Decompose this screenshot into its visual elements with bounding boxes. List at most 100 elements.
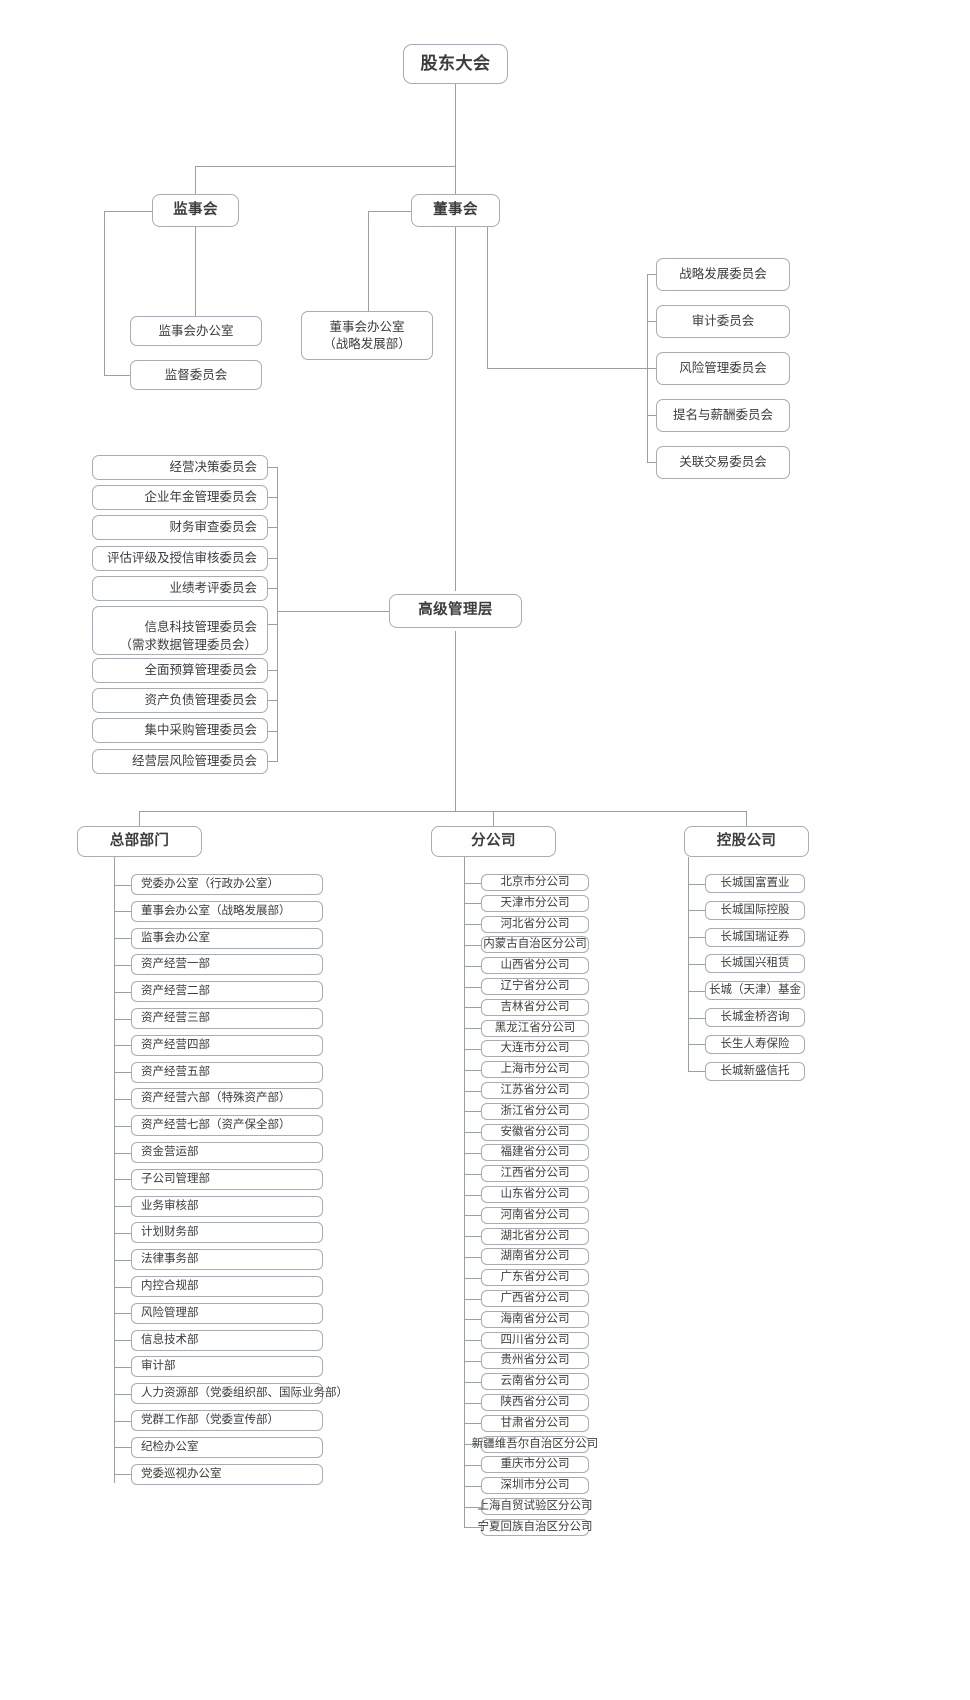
node-headquarters-department-10[interactable]: 资金营运部 [131, 1142, 323, 1163]
node-headquarters-department-9[interactable]: 资产经营七部（资产保全部） [131, 1115, 323, 1137]
node-headquarters-department-8[interactable]: 资产经营六部（特殊资产部） [131, 1088, 323, 1110]
node-senior-management[interactable]: 高级管理层 [389, 594, 522, 628]
node-branch-company-22[interactable]: 四川省分公司 [481, 1331, 589, 1349]
node-branch-company-3[interactable]: 内蒙古自治区分公司 [481, 936, 589, 954]
node-branch-company-20[interactable]: 广西省分公司 [481, 1290, 589, 1307]
node-holding-company-7[interactable]: 长城新盛信托 [705, 1061, 805, 1081]
node-branch-company-4[interactable]: 山西省分公司 [481, 957, 589, 975]
node-branch-company-28[interactable]: 重庆市分公司 [481, 1456, 589, 1474]
node-branch-company-10[interactable]: 江苏省分公司 [481, 1082, 589, 1099]
node-branch-company-13[interactable]: 福建省分公司 [481, 1144, 589, 1162]
connector-hq-stub-19 [114, 1394, 131, 1395]
node-headquarters-department-12[interactable]: 业务审核部 [131, 1195, 323, 1217]
node-branch-company-7[interactable]: 黑龙江省分公司 [481, 1019, 589, 1037]
node-branch-company-6[interactable]: 吉林省分公司 [481, 998, 589, 1016]
node-headquarters-department-18[interactable]: 审计部 [131, 1356, 323, 1378]
node-branch-company-23[interactable]: 贵州省分公司 [481, 1352, 589, 1370]
node-headquarters-department-6[interactable]: 资产经营四部 [131, 1034, 323, 1056]
node-headquarters-department-4[interactable]: 资产经营二部 [131, 981, 323, 1003]
node-branch-company-19[interactable]: 广东省分公司 [481, 1269, 589, 1287]
connector-branch-stub-4 [464, 966, 481, 967]
node-branch-company-24[interactable]: 云南省分公司 [481, 1373, 589, 1391]
node-branch-company-27[interactable]: 新疆维吾尔自治区分公司 [472, 1435, 598, 1453]
node-branch-company-2[interactable]: 河北省分公司 [481, 915, 589, 933]
node-headquarters-department-16[interactable]: 风险管理部 [131, 1302, 323, 1324]
node-mgmt-committee-6[interactable]: 全面预算管理委员会 [92, 658, 268, 683]
node-headquarters-department-1[interactable]: 董事会办公室（战略发展部） [131, 900, 323, 922]
node-supervisory-board[interactable]: 监事会 [152, 194, 239, 227]
node-branch-company-18[interactable]: 湖南省分公司 [481, 1248, 589, 1266]
connector-root-down [455, 84, 456, 166]
node-board-office-line2: （战略发展部） [323, 336, 411, 351]
node-mgmt-committee-2[interactable]: 财务审查委员会 [92, 515, 268, 540]
node-branch-company-0[interactable]: 北京市分公司 [481, 874, 589, 891]
node-mgmt-committee-4[interactable]: 业绩考评委员会 [92, 576, 268, 601]
node-related-party-transaction-committee[interactable]: 关联交易委员会 [656, 446, 790, 479]
node-holding-company-3[interactable]: 长城国兴租赁 [705, 954, 805, 974]
node-branch-company-21[interactable]: 海南省分公司 [481, 1310, 589, 1328]
node-board-office[interactable]: 董事会办公室 （战略发展部） [301, 311, 433, 360]
node-mgmt-committee-9[interactable]: 经营层风险管理委员会 [92, 749, 268, 774]
node-group-branches[interactable]: 分公司 [431, 826, 556, 857]
node-branch-company-5[interactable]: 辽宁省分公司 [481, 978, 589, 995]
node-supervision-committee[interactable]: 监督委员会 [130, 360, 262, 390]
node-headquarters-department-19[interactable]: 人力资源部（党委组织部、国际业务部） [131, 1383, 348, 1405]
node-holding-company-4[interactable]: 长城（天津）基金 [705, 981, 805, 1001]
node-mgmt-committee-5[interactable]: 信息科技管理委员会 （需求数据管理委员会） [92, 606, 268, 655]
connector-hq-stub-7 [114, 1072, 131, 1073]
node-headquarters-department-21[interactable]: 纪检办公室 [131, 1436, 323, 1458]
node-headquarters-department-20[interactable]: 党群工作部（党委宣传部） [131, 1410, 323, 1431]
node-branch-company-26[interactable]: 甘肃省分公司 [481, 1414, 589, 1432]
node-headquarters-department-7[interactable]: 资产经营五部 [131, 1061, 323, 1083]
node-branch-company-14[interactable]: 江西省分公司 [481, 1165, 589, 1183]
node-audit-committee[interactable]: 审计委员会 [656, 305, 790, 338]
node-headquarters-department-13[interactable]: 计划财务部 [131, 1222, 323, 1244]
node-strategy-development-committee[interactable]: 战略发展委员会 [656, 258, 790, 291]
node-mgmt-committee-3[interactable]: 评估评级及授信审核委员会 [92, 546, 268, 571]
node-branch-company-9[interactable]: 上海市分公司 [481, 1061, 589, 1079]
connector-hq-stub-16 [114, 1313, 131, 1314]
node-nomination-compensation-committee[interactable]: 提名与薪酬委员会 [656, 399, 790, 432]
node-supervisory-office[interactable]: 监事会办公室 [130, 316, 262, 346]
node-holding-company-2[interactable]: 长城国瑞证券 [705, 927, 805, 947]
node-group-holdings[interactable]: 控股公司 [684, 826, 809, 857]
node-headquarters-department-14[interactable]: 法律事务部 [131, 1249, 323, 1271]
node-branch-company-31[interactable]: 宁夏回族自治区分公司 [478, 1518, 593, 1536]
node-branch-company-8[interactable]: 大连市分公司 [481, 1040, 589, 1058]
node-board-of-directors[interactable]: 董事会 [411, 194, 500, 227]
node-branch-company-15[interactable]: 山东省分公司 [481, 1186, 589, 1203]
node-branch-company-29[interactable]: 深圳市分公司 [481, 1477, 589, 1495]
node-shareholders-meeting[interactable]: 股东大会 [403, 44, 508, 84]
node-branch-company-12[interactable]: 安徽省分公司 [481, 1123, 589, 1141]
node-headquarters-department-3[interactable]: 资产经营一部 [131, 954, 323, 976]
node-risk-management-committee[interactable]: 风险管理委员会 [656, 352, 790, 385]
node-branch-company-17[interactable]: 湖北省分公司 [481, 1227, 589, 1245]
node-branch-company-30[interactable]: 上海自贸试验区分公司 [478, 1498, 593, 1515]
node-headquarters-department-2[interactable]: 监事会办公室 [131, 927, 323, 949]
connector-committee-stub-2 [647, 368, 656, 369]
connector-mgmt-stub-8 [268, 731, 278, 732]
node-holding-company-0[interactable]: 长城国富置业 [705, 874, 805, 893]
node-headquarters-department-5[interactable]: 资产经营三部 [131, 1008, 323, 1029]
node-branch-company-1[interactable]: 天津市分公司 [481, 894, 589, 912]
node-mgmt-committee-8[interactable]: 集中采购管理委员会 [92, 718, 268, 743]
node-holding-company-6[interactable]: 长生人寿保险 [705, 1034, 805, 1054]
node-branch-company-16[interactable]: 河南省分公司 [481, 1206, 589, 1224]
connector-hq-stub-5 [114, 1019, 131, 1020]
connector-hq-stub-0 [114, 885, 131, 886]
node-headquarters-department-15[interactable]: 内控合规部 [131, 1276, 323, 1297]
node-mgmt-committee-0[interactable]: 经营决策委员会 [92, 455, 268, 480]
node-branch-company-25[interactable]: 陕西省分公司 [481, 1394, 589, 1411]
node-group-headquarters[interactable]: 总部部门 [77, 826, 202, 857]
node-mgmt-committee-7[interactable]: 资产负债管理委员会 [92, 688, 268, 713]
node-mgmt-committee-1[interactable]: 企业年金管理委员会 [92, 485, 268, 510]
node-headquarters-department-11[interactable]: 子公司管理部 [131, 1168, 323, 1190]
node-headquarters-department-0[interactable]: 党委办公室（行政办公室） [131, 874, 323, 895]
node-headquarters-department-17[interactable]: 信息技术部 [131, 1329, 323, 1351]
connector-branch-stub-15 [464, 1195, 481, 1196]
connector-hq-stub-18 [114, 1367, 131, 1368]
node-holding-company-1[interactable]: 长城国际控股 [705, 900, 805, 920]
node-branch-company-11[interactable]: 浙江省分公司 [481, 1102, 589, 1120]
node-headquarters-department-22[interactable]: 党委巡视办公室 [131, 1463, 323, 1485]
node-holding-company-5[interactable]: 长城金桥咨询 [705, 1008, 805, 1027]
